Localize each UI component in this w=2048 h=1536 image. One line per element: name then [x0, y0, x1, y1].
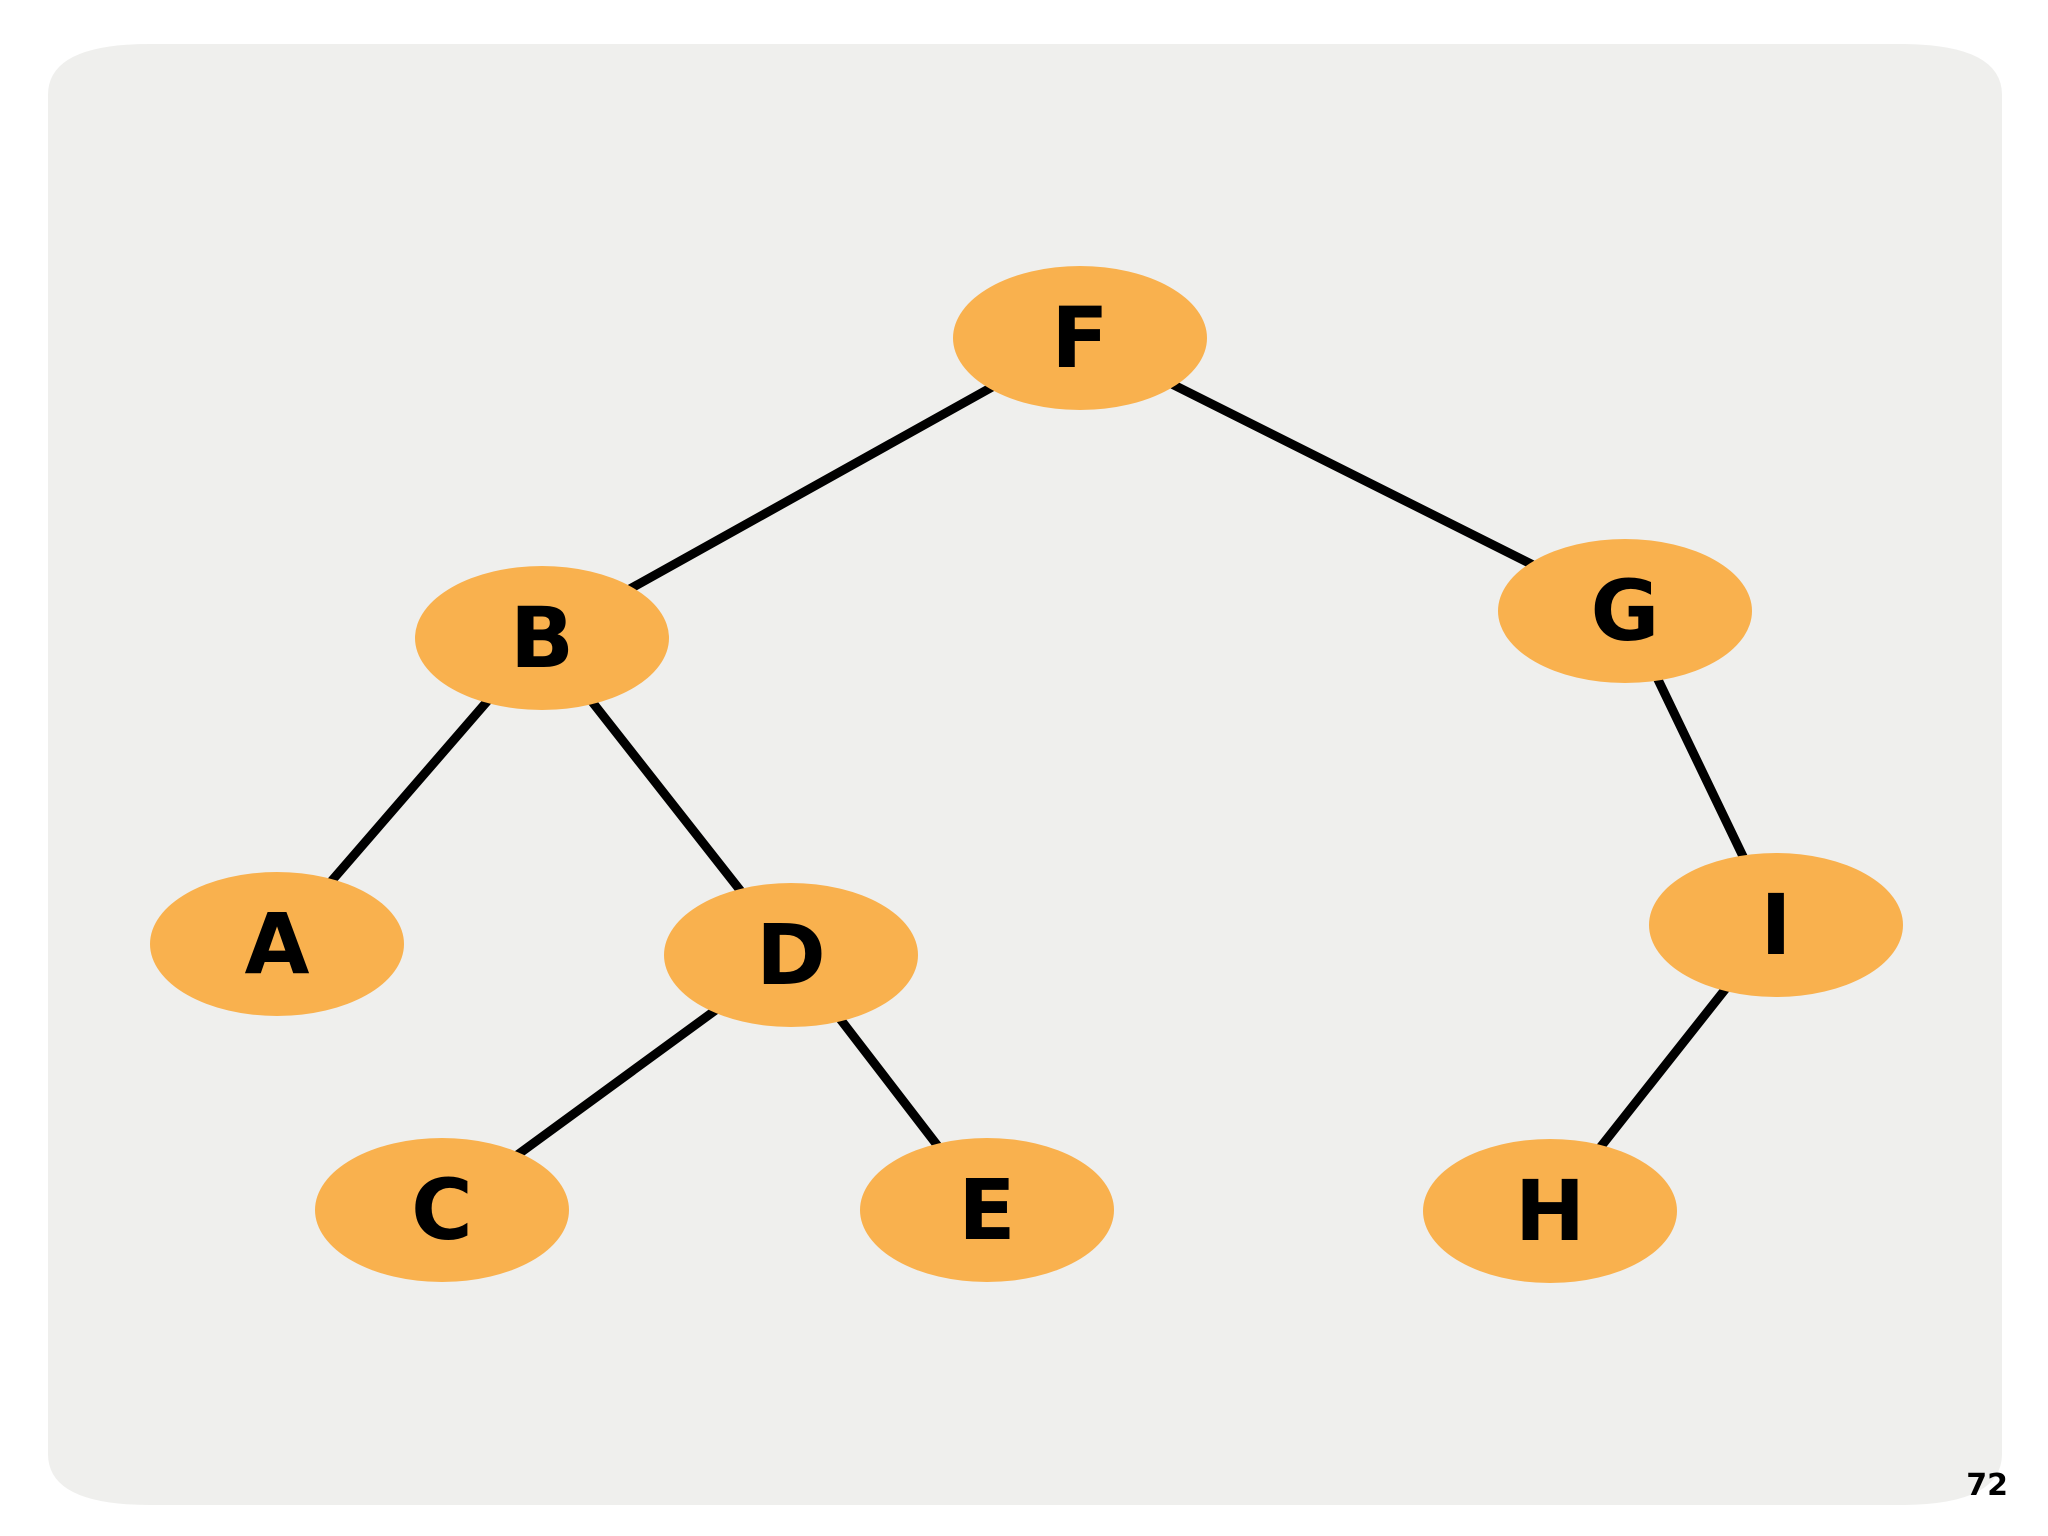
- node-c-label: C: [411, 1161, 473, 1259]
- node-d-label: D: [756, 906, 826, 1004]
- node-b-label: B: [510, 589, 574, 687]
- node-h-label: H: [1515, 1162, 1585, 1260]
- node-d: D: [664, 883, 918, 1027]
- node-b: B: [415, 566, 669, 710]
- node-e: E: [860, 1138, 1114, 1282]
- node-g-ellipse: [1498, 539, 1752, 683]
- node-g: G: [1498, 539, 1752, 683]
- node-h: H: [1423, 1139, 1677, 1283]
- node-f-label: F: [1051, 289, 1108, 387]
- node-g-label: G: [1591, 562, 1660, 660]
- node-i-label: I: [1760, 876, 1791, 974]
- node-e-label: E: [958, 1161, 1015, 1259]
- node-f-ellipse: [953, 266, 1207, 410]
- background-panel: [48, 44, 2002, 1505]
- node-e-ellipse: [860, 1138, 1114, 1282]
- node-a-ellipse: [150, 872, 404, 1016]
- node-i: I: [1649, 853, 1903, 997]
- node-h-ellipse: [1423, 1139, 1677, 1283]
- node-c-ellipse: [315, 1138, 569, 1282]
- node-f: F: [953, 266, 1207, 410]
- node-c: C: [315, 1138, 569, 1282]
- node-i-ellipse: [1649, 853, 1903, 997]
- node-b-ellipse: [415, 566, 669, 710]
- nodes-layer: F B G A D I C E H: [150, 266, 1903, 1283]
- node-a-label: A: [244, 895, 309, 993]
- node-a: A: [150, 872, 404, 1016]
- node-d-ellipse: [664, 883, 918, 1027]
- page-number: 72: [1966, 1468, 2008, 1503]
